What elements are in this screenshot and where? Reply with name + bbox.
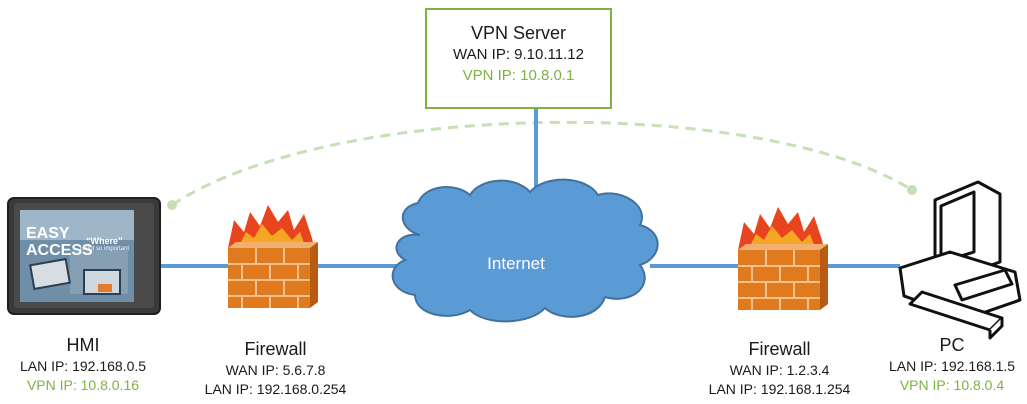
firewall-right-title: Firewall [748,339,811,359]
firewall-left-wan-ip: WAN IP: 5.6.7.8 [225,362,326,378]
vpn-server-vpn-ip: VPN IP: 10.8.0.1 [462,67,575,84]
firewall-left-label-group: Firewall WAN IP: 5.6.7.8 LAN IP: 192.168… [188,338,363,399]
hmi-title: HMI [66,335,100,355]
pc-icon [898,180,1022,340]
firewall-left-icon [228,205,318,308]
firewall-right-label-group: Firewall WAN IP: 1.2.3.4 LAN IP: 192.168… [692,338,867,399]
hmi-screen-text-access: ACCESS [26,242,93,259]
internet-cloud-icon [391,178,659,323]
tunnel-endpoint-left [167,200,177,210]
pc-title: PC [939,335,965,355]
firewall-left-title: Firewall [244,339,307,359]
pc-label-group: PC LAN IP: 192.168.1.5 VPN IP: 10.8.0.4 [878,334,1026,395]
firewall-right-lan-ip: LAN IP: 192.168.1.254 [708,381,851,397]
hmi-vpn-ip: VPN IP: 10.8.0.16 [26,377,140,393]
hmi-label-group: HMI LAN IP: 192.168.0.5 VPN IP: 10.8.0.1… [8,334,158,395]
firewall-left-lan-ip: LAN IP: 192.168.0.254 [204,381,347,397]
hmi-device-icon [7,197,161,315]
vpn-server-title: VPN Server [470,23,567,43]
pc-vpn-ip: VPN IP: 10.8.0.4 [899,377,1005,393]
hmi-screen-text-sub: is not so important [80,246,130,252]
tunnel-endpoint-right [907,185,917,195]
hmi-lan-ip: LAN IP: 192.168.0.5 [19,358,147,374]
pc-lan-ip: LAN IP: 192.168.1.5 [888,358,1016,374]
vpn-server-wan-ip: WAN IP: 9.10.11.12 [453,46,584,63]
vpn-tunnel-arc [171,120,913,207]
firewall-right-wan-ip: WAN IP: 1.2.3.4 [729,362,830,378]
vpn-server-box: VPN Server WAN IP: 9.10.11.12 VPN IP: 10… [425,8,612,109]
hmi-screen-text-easy: EASY [26,225,70,242]
internet-label: Internet [487,254,545,273]
hmi-screen-text-where: “Where” [86,236,123,246]
firewall-right-icon [738,207,828,310]
